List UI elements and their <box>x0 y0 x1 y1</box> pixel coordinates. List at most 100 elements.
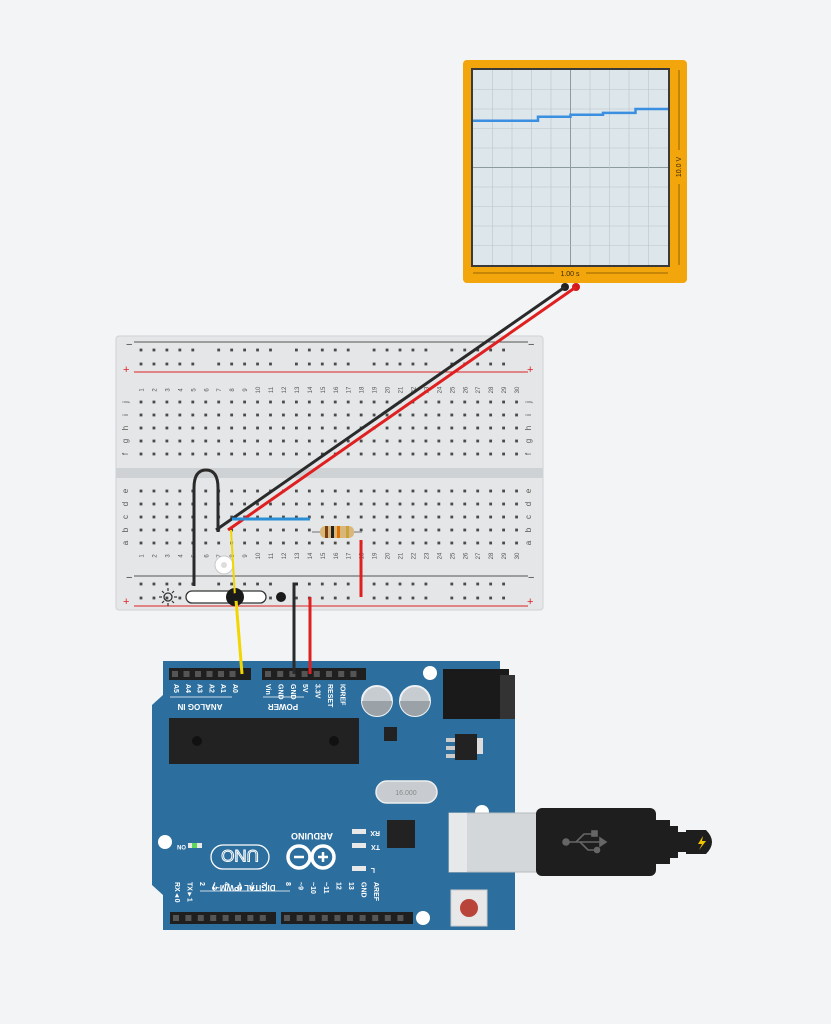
wire-black-scope[interactable] <box>215 285 566 532</box>
rail-minus-top-left: − <box>126 339 132 351</box>
column-number: 26 <box>463 552 469 559</box>
led-l: L <box>352 866 375 873</box>
voltage-regulator <box>446 734 483 760</box>
column-number: 5 <box>191 388 197 392</box>
svg-text:RX: RX <box>370 829 380 836</box>
row-letter: j <box>121 401 130 404</box>
row-letter: h <box>524 426 533 430</box>
pin-label: 8 <box>284 882 291 886</box>
column-number: 4 <box>178 554 184 558</box>
reset-button[interactable] <box>450 889 488 927</box>
column-number: 1 <box>140 388 146 392</box>
pin-label: GND <box>289 684 296 700</box>
pin-label: 13 <box>347 882 354 890</box>
pin-label: 7 <box>260 882 267 886</box>
row-letter: c <box>524 515 533 519</box>
breadboard-holes[interactable] <box>139 348 518 600</box>
pin-label: ~3 <box>210 882 217 890</box>
column-number: 9 <box>243 554 249 558</box>
column-number: 24 <box>437 552 443 559</box>
rail-plus-top-right: + <box>527 364 533 376</box>
led-rx: RX <box>352 829 380 836</box>
row-letter: b <box>524 527 533 532</box>
wire-black-gnd[interactable] <box>292 582 298 674</box>
wire-red-scope[interactable] <box>227 285 577 532</box>
column-number: 2 <box>152 388 158 392</box>
row-letter: d <box>121 502 130 506</box>
column-number: 16 <box>334 552 340 559</box>
column-number: 10 <box>256 552 262 559</box>
column-number: 13 <box>295 386 301 393</box>
volt-scale-label: 10.0 V <box>676 157 683 178</box>
column-number: 6 <box>204 554 210 558</box>
pin-label: ~6 <box>247 882 254 890</box>
light-intensity-slider[interactable] <box>159 588 286 606</box>
column-number: 20 <box>386 552 392 559</box>
led-tx: TX <box>352 843 380 850</box>
column-number: 29 <box>502 386 508 393</box>
column-number: 22 <box>411 386 417 393</box>
column-number: 28 <box>489 386 495 393</box>
column-number: 24 <box>437 386 443 393</box>
pin-label: 5V <box>301 684 308 693</box>
oscilloscope[interactable]: 1.00 s 10.0 V <box>463 60 687 291</box>
usb-icon <box>562 830 608 854</box>
arduino-brand-text: ARDUINO <box>291 831 333 841</box>
pin-label: ~9 <box>297 882 304 890</box>
column-number: 22 <box>411 552 417 559</box>
breadboard[interactable]: − + − + − + − + 112233445566778899101011… <box>115 335 544 611</box>
pin-label: A2 <box>207 684 214 693</box>
rail-minus-bottom-left: − <box>126 572 132 584</box>
column-number: 16 <box>334 386 340 393</box>
row-letter: c <box>121 515 130 519</box>
led-on: ON <box>177 843 202 849</box>
column-number: 13 <box>295 552 301 559</box>
column-number: 1 <box>140 554 146 558</box>
column-number: 10 <box>256 386 262 393</box>
oscilloscope-grid <box>473 70 668 265</box>
pin-label: GND <box>360 882 367 898</box>
atmega-chip <box>169 718 359 764</box>
usb-cable[interactable] <box>536 808 712 876</box>
breadboard-center-channel <box>116 468 543 478</box>
light-sensor[interactable] <box>214 555 234 575</box>
arduino-logo-icon <box>286 844 336 870</box>
wire-yellow-a0[interactable] <box>234 599 244 675</box>
pin-label: 3.3V <box>314 684 321 699</box>
usb-port[interactable] <box>448 812 540 873</box>
moon-icon <box>276 592 286 602</box>
row-letter: b <box>121 527 130 532</box>
resistor[interactable] <box>312 526 362 538</box>
column-number: 21 <box>399 552 405 559</box>
oscilloscope-trace <box>473 107 668 122</box>
column-number: 15 <box>321 386 327 393</box>
usb-controller-chip <box>387 820 415 848</box>
rail-plus-top-left: + <box>123 364 129 376</box>
power-jack[interactable] <box>443 669 515 719</box>
wire-black-loop[interactable] <box>192 468 220 586</box>
uno-badge <box>210 844 270 870</box>
rail-minus-bottom-right: − <box>528 572 534 584</box>
column-number: 30 <box>515 386 521 393</box>
row-letter: g <box>524 439 533 443</box>
column-number: 3 <box>165 388 171 392</box>
breadboard-labels: 1122334455667788991010111112121313141415… <box>121 386 533 559</box>
crystal: 16.000 <box>375 780 438 804</box>
analog-in-label: ANALOG IN <box>177 702 222 711</box>
lightning-icon <box>698 836 706 850</box>
column-number: 17 <box>347 552 353 559</box>
pin-label: A3 <box>196 684 203 693</box>
row-letter: d <box>524 502 533 506</box>
column-number: 28 <box>489 552 495 559</box>
pin-label: A1 <box>219 684 226 693</box>
column-number: 11 <box>269 552 275 559</box>
column-number: 18 <box>360 552 366 559</box>
sun-icon <box>159 588 177 606</box>
row-letter: h <box>121 426 130 430</box>
wire-yellow-sensor[interactable] <box>230 529 236 598</box>
column-number: 19 <box>373 386 379 393</box>
pin-label: A5 <box>172 684 179 693</box>
